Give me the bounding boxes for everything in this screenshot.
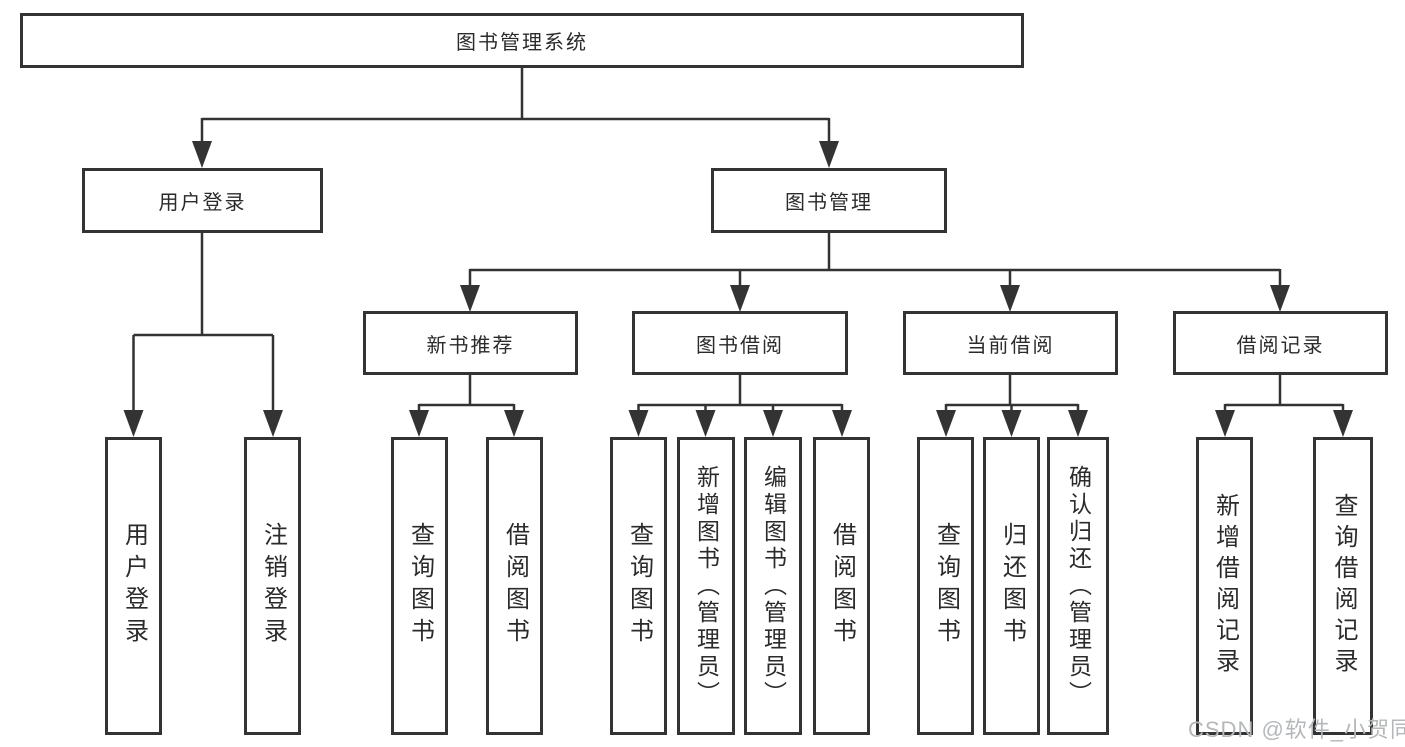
leaf-label: 借阅图书 — [501, 522, 529, 650]
arrowhead-icon — [1270, 285, 1290, 312]
arrowhead-icon — [832, 410, 852, 437]
leaf-label: 新增借阅记录 — [1211, 493, 1239, 679]
leaf-user-login: 用户登录 — [105, 437, 162, 735]
node-label: 用户登录 — [158, 192, 247, 214]
leaf-current-confirm-return-admin: 确认归还（管理员） — [1047, 437, 1109, 735]
node-user-login: 用户登录 — [82, 168, 323, 233]
leaf-current-return-books: 归还图书 — [983, 437, 1040, 735]
leaf-label: 归还图书 — [998, 522, 1026, 650]
arrowhead-icon — [730, 285, 750, 312]
node-book-management: 图书管理 — [711, 168, 947, 233]
leaf-records-add-borrow-record: 新增借阅记录 — [1196, 437, 1253, 735]
arrowhead-icon — [819, 141, 839, 168]
leaf-borrowing-edit-book-admin: 编辑图书（管理员） — [744, 437, 802, 735]
node-label: 新书推荐 — [426, 334, 515, 357]
leaf-current-query-books: 查询图书 — [917, 437, 974, 735]
leaf-label: 查询图书 — [406, 522, 434, 650]
watermark: CSDN @软件_小贺同学 — [1188, 717, 1405, 742]
arrowhead-icon — [1215, 410, 1235, 437]
leaf-label: 确认归还（管理员） — [1065, 464, 1092, 708]
node-label: 图书管理 — [785, 192, 873, 214]
leaf-borrowing-query-books: 查询图书 — [610, 437, 667, 735]
leaf-newbook-query-books: 查询图书 — [391, 437, 448, 735]
leaf-label: 查询图书 — [932, 522, 960, 650]
arrowhead-icon — [409, 410, 429, 437]
leaf-newbook-borrow-books: 借阅图书 — [486, 437, 543, 735]
leaf-records-query-borrow-record: 查询借阅记录 — [1313, 437, 1373, 735]
node-book-borrowing: 图书借阅 — [632, 311, 848, 375]
arrowhead-icon — [763, 410, 783, 437]
leaf-label: 新增图书（管理员） — [693, 464, 720, 708]
node-borrowing-records: 借阅记录 — [1173, 311, 1388, 375]
arrowhead-icon — [504, 410, 524, 437]
arrowhead-icon — [628, 410, 649, 437]
arrowhead-icon — [1068, 410, 1088, 437]
node-label: 图书管理系统 — [456, 32, 588, 54]
arrowhead-icon — [1333, 410, 1353, 437]
arrowhead-icon — [1000, 285, 1020, 312]
leaf-borrowing-add-book-admin: 新增图书（管理员） — [677, 437, 735, 735]
node-label: 图书借阅 — [696, 334, 784, 357]
node-label: 借阅记录 — [1236, 334, 1325, 357]
leaf-label: 查询借阅记录 — [1330, 493, 1357, 679]
leaf-label: 查询图书 — [625, 522, 653, 650]
arrowhead-icon — [1001, 410, 1022, 437]
leaf-label: 借阅图书 — [828, 522, 856, 650]
arrowhead-icon — [123, 410, 144, 437]
node-current-borrowing: 当前借阅 — [903, 311, 1118, 375]
arrowhead-icon — [192, 141, 212, 168]
node-new-book-recommendation: 新书推荐 — [363, 311, 578, 375]
node-library-management-system: 图书管理系统 — [20, 13, 1024, 68]
leaf-borrowing-borrow-books: 借阅图书 — [813, 437, 870, 735]
node-label: 当前借阅 — [966, 334, 1055, 357]
arrowhead-icon — [460, 285, 480, 312]
arrowhead-icon — [695, 410, 716, 437]
leaf-label: 用户登录 — [120, 522, 148, 650]
leaf-label: 注销登录 — [259, 522, 287, 650]
arrowhead-icon — [263, 410, 283, 437]
leaf-logout-login: 注销登录 — [244, 437, 301, 735]
arrowhead-icon — [936, 410, 956, 437]
leaf-label: 编辑图书（管理员） — [760, 464, 787, 708]
